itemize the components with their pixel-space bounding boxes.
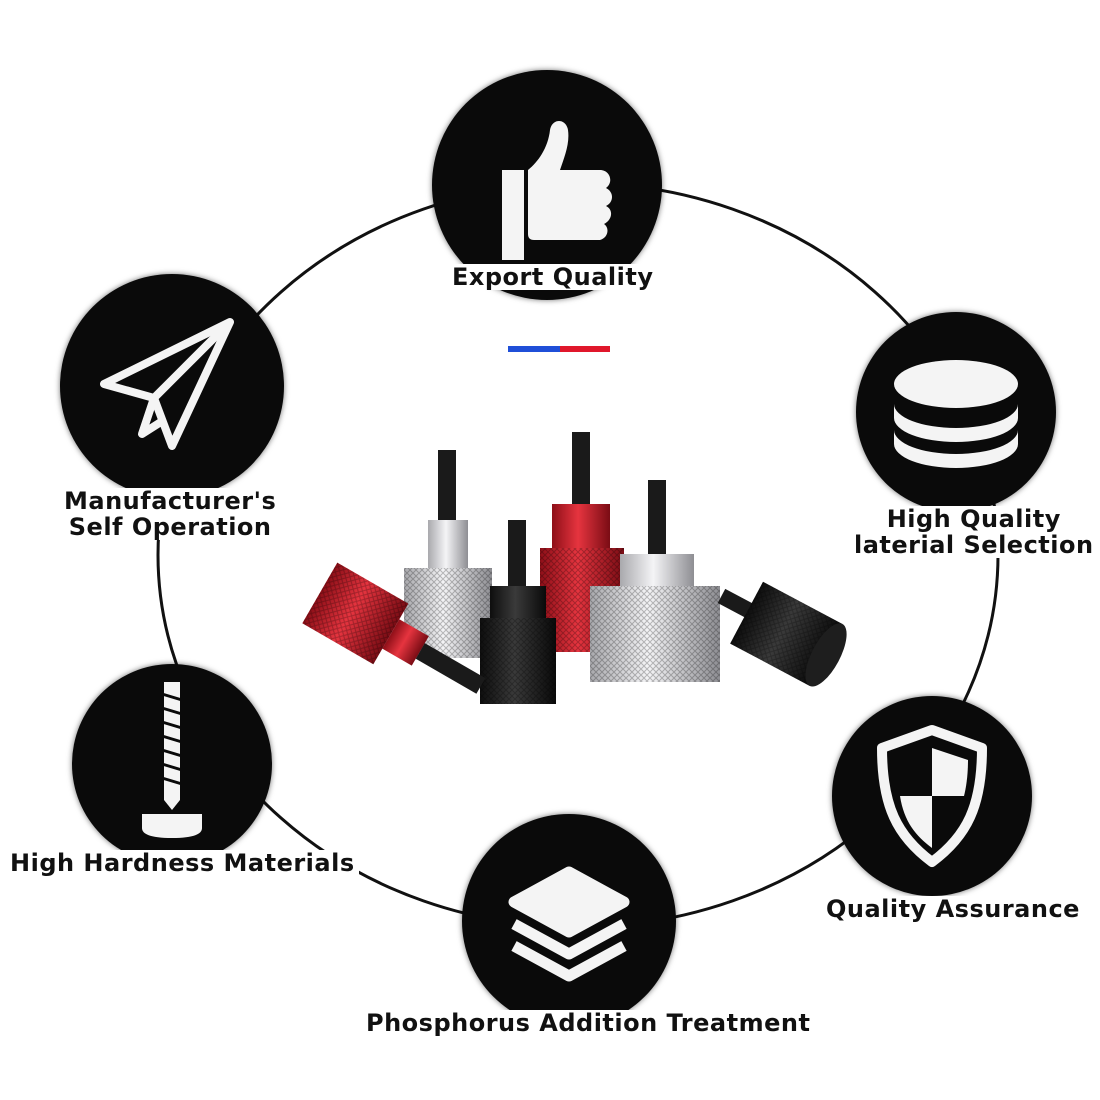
black-screw-small (480, 520, 556, 704)
export-quality-badge (432, 70, 662, 300)
layers-icon (508, 866, 630, 982)
self-operation-label: Manufacturer's Self Operation (60, 487, 281, 541)
paper-plane-icon (100, 318, 234, 450)
color-divider (508, 346, 610, 352)
red-screw-lying (302, 562, 486, 694)
thumb-screws-product-image (302, 432, 847, 704)
phosphorus-label: Phosphorus Addition Treatment (362, 1010, 815, 1036)
hardness-badge (72, 664, 272, 864)
screw-icon (142, 682, 202, 838)
divider-blue-segment (508, 346, 560, 352)
thumbs-up-icon (502, 121, 612, 260)
silver-screw-large (590, 480, 720, 682)
export-quality-label: Export Quality (448, 264, 658, 290)
material-selection-label-line1: High Quality (886, 505, 1061, 533)
self-operation-badge (60, 274, 284, 498)
quality-assurance-badge (832, 696, 1032, 896)
shield-icon (877, 725, 987, 867)
divider-red-segment (560, 346, 610, 352)
material-selection-label: High Quality laterial Selection (850, 506, 1098, 558)
black-screw-lying (717, 581, 847, 687)
material-selection-badge (856, 312, 1056, 512)
material-selection-label-line2: laterial Selection (854, 531, 1094, 559)
phosphorus-badge (462, 814, 676, 1028)
silver-screw-small (404, 450, 492, 658)
hardness-label: High Hardness Materials (6, 850, 359, 876)
self-operation-label-line2: Self Operation (68, 513, 272, 541)
stacked-coins-icon (894, 360, 1018, 468)
self-operation-label-line1: Manufacturer's (64, 487, 277, 515)
quality-assurance-label: Quality Assurance (822, 896, 1084, 922)
